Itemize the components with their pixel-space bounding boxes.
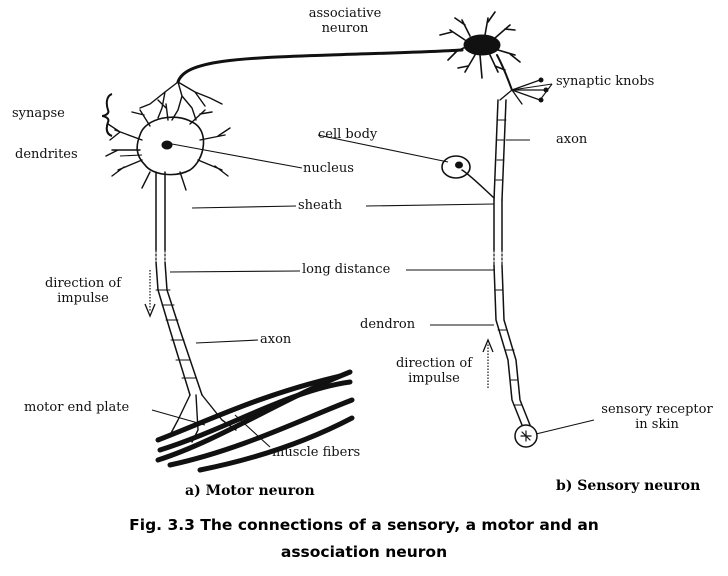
label-associative-neuron-text: associative neuron (309, 6, 382, 36)
label-direction-right-text: direction of impulse (396, 356, 472, 386)
label-nucleus: nucleus (303, 161, 354, 176)
label-dendrites: dendrites (15, 147, 78, 162)
figure-caption-line2: association neuron (0, 543, 728, 561)
label-dendron: dendron (360, 317, 415, 332)
label-muscle-fibers: muscle fibers (272, 445, 360, 460)
label-motor-end-plate: motor end plate (24, 400, 129, 415)
label-cell-body: cell body (318, 127, 377, 142)
label-direction-left-text: direction of impulse (45, 276, 121, 306)
label-sheath: sheath (298, 198, 342, 213)
label-associative-neuron: associative neuron (305, 6, 385, 36)
figure-caption-line1: Fig. 3.3 The connections of a sensory, a… (0, 516, 728, 534)
subcaption-sensory: b) Sensory neuron (556, 478, 700, 494)
label-sensory-receptor-text: sensory receptor in skin (601, 402, 712, 432)
label-sensory-receptor: sensory receptor in skin (592, 402, 722, 432)
label-synaptic-knobs: synaptic knobs (556, 74, 654, 89)
sensory-neuron (442, 100, 537, 447)
motor-neuron (106, 100, 352, 470)
label-long-distance: long distance (302, 262, 390, 277)
label-axon-top: axon (556, 132, 587, 147)
label-direction-right: direction of impulse (384, 356, 484, 386)
subcaption-motor: a) Motor neuron (185, 483, 315, 499)
label-synapse: synapse (12, 106, 65, 121)
label-axon-mid: axon (260, 332, 291, 347)
synapse-brace (102, 94, 112, 136)
label-direction-left: direction of impulse (38, 276, 128, 306)
